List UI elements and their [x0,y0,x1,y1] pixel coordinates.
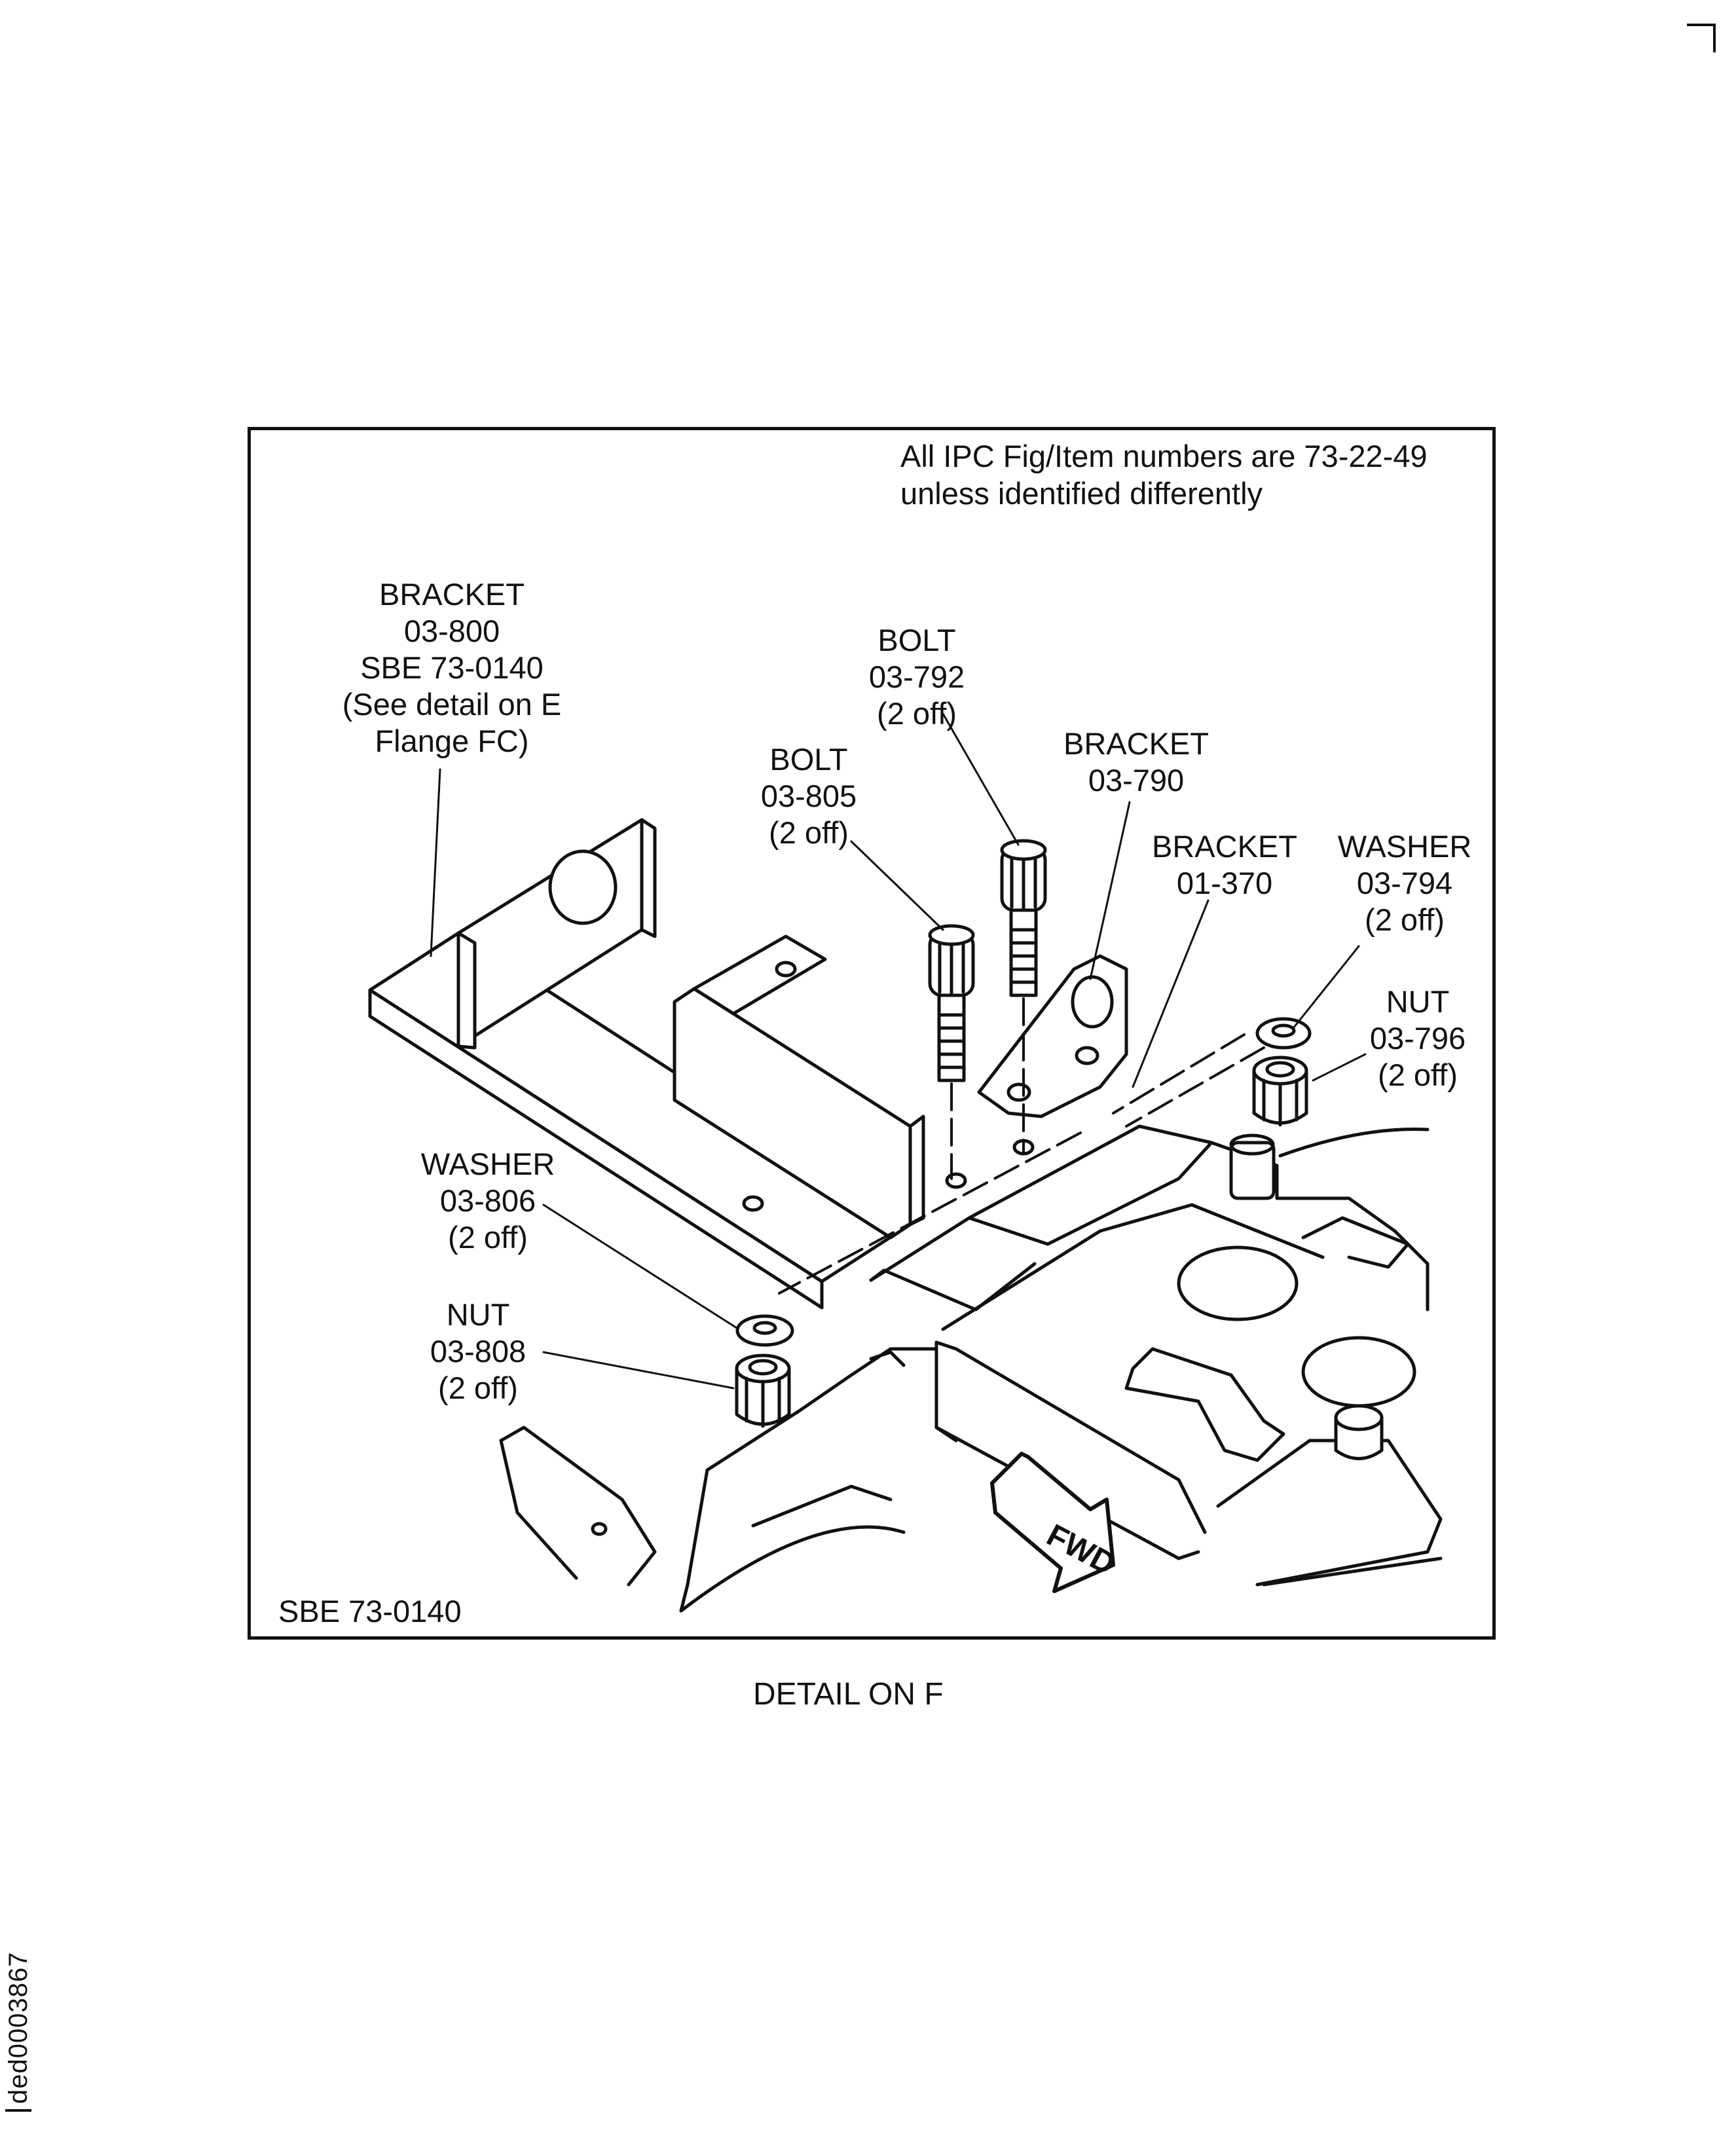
callout-bracket-03-800: BRACKET 03-800 SBE 73-0140 (See detail o… [327,576,576,760]
corner-crop-mark [1687,24,1716,52]
callout-line: BRACKET [379,577,525,612]
callout-line: 03-792 [868,659,965,694]
bracket-03-790-part [979,956,1126,1116]
callout-line: 03-800 [403,614,500,648]
callout-nut-03-808: NUT 03-808 (2 off) [406,1297,550,1407]
callout-line: BOLT [769,742,848,777]
callout-nut-03-796: NUT 03-796 (2 off) [1349,984,1487,1094]
nut-part [1336,1406,1382,1459]
bracket-03-800-part [370,820,923,1308]
note-line-2: unless identified differently [900,476,1263,511]
callout-line: 03-794 [1356,866,1453,900]
leader-lines [431,714,1365,1388]
washer-03-806-part [737,1316,792,1345]
callout-line: (2 off) [877,696,957,731]
callout-washer-03-806: WASHER 03-806 (2 off) [406,1146,570,1256]
assembly-center-lines [779,999,1264,1293]
callout-line: (2 off) [1378,1058,1458,1092]
ipc-reference-note: All IPC Fig/Item numbers are 73-22-49 un… [900,437,1428,512]
callout-line: WASHER [1337,829,1472,864]
nut-03-808-part [737,1355,789,1426]
service-bulletin-reference: SBE 73-0140 [278,1594,462,1628]
callout-bracket-01-370: BRACKET 01-370 [1136,828,1313,902]
callout-line: Flange FC) [375,724,529,758]
callout-bolt-03-792: BOLT 03-792 (2 off) [838,622,995,732]
bolt-hole [1014,1141,1033,1154]
callout-line: (2 off) [1365,902,1445,937]
callout-line: 03-805 [760,779,857,813]
callout-line: (2 off) [448,1220,528,1255]
callout-washer-03-794: WASHER 03-794 (2 off) [1323,828,1487,938]
document-id: ded0003867 [4,1951,33,2112]
bolt-03-805-part [930,926,973,1080]
callout-line: BOLT [877,623,956,657]
callout-line: (2 off) [769,815,849,850]
callout-line: 03-790 [1088,763,1185,798]
callout-line: WASHER [420,1147,555,1181]
bolt-hole [947,1174,965,1187]
bolt-03-792-part [1002,841,1045,995]
fwd-arrow-icon [992,1454,1113,1591]
callout-line: BRACKET [1152,829,1297,864]
callout-bolt-03-805: BOLT 03-805 (2 off) [730,741,887,851]
callout-line: 03-808 [430,1334,526,1369]
note-line-1: All IPC Fig/Item numbers are 73-22-49 [900,439,1428,473]
callout-line: 03-806 [439,1183,536,1218]
callout-line: NUT [446,1297,510,1332]
nut-03-796-part [1254,1058,1306,1125]
callout-line: NUT [1386,984,1450,1019]
washer-03-794-part [1257,1019,1310,1048]
callout-line: BRACKET [1063,726,1209,761]
callout-line: (2 off) [438,1371,518,1405]
callout-line: 01-370 [1176,866,1273,900]
callout-line: (See detail on E [342,687,562,722]
figure-caption: DETAIL ON F [753,1677,944,1712]
figure-frame [248,427,1496,1640]
callout-bracket-03-790: BRACKET 03-790 [1044,726,1228,799]
callout-line: 03-796 [1369,1021,1466,1056]
engine-structure [501,1126,1441,1611]
callout-line: SBE 73-0140 [360,650,544,685]
